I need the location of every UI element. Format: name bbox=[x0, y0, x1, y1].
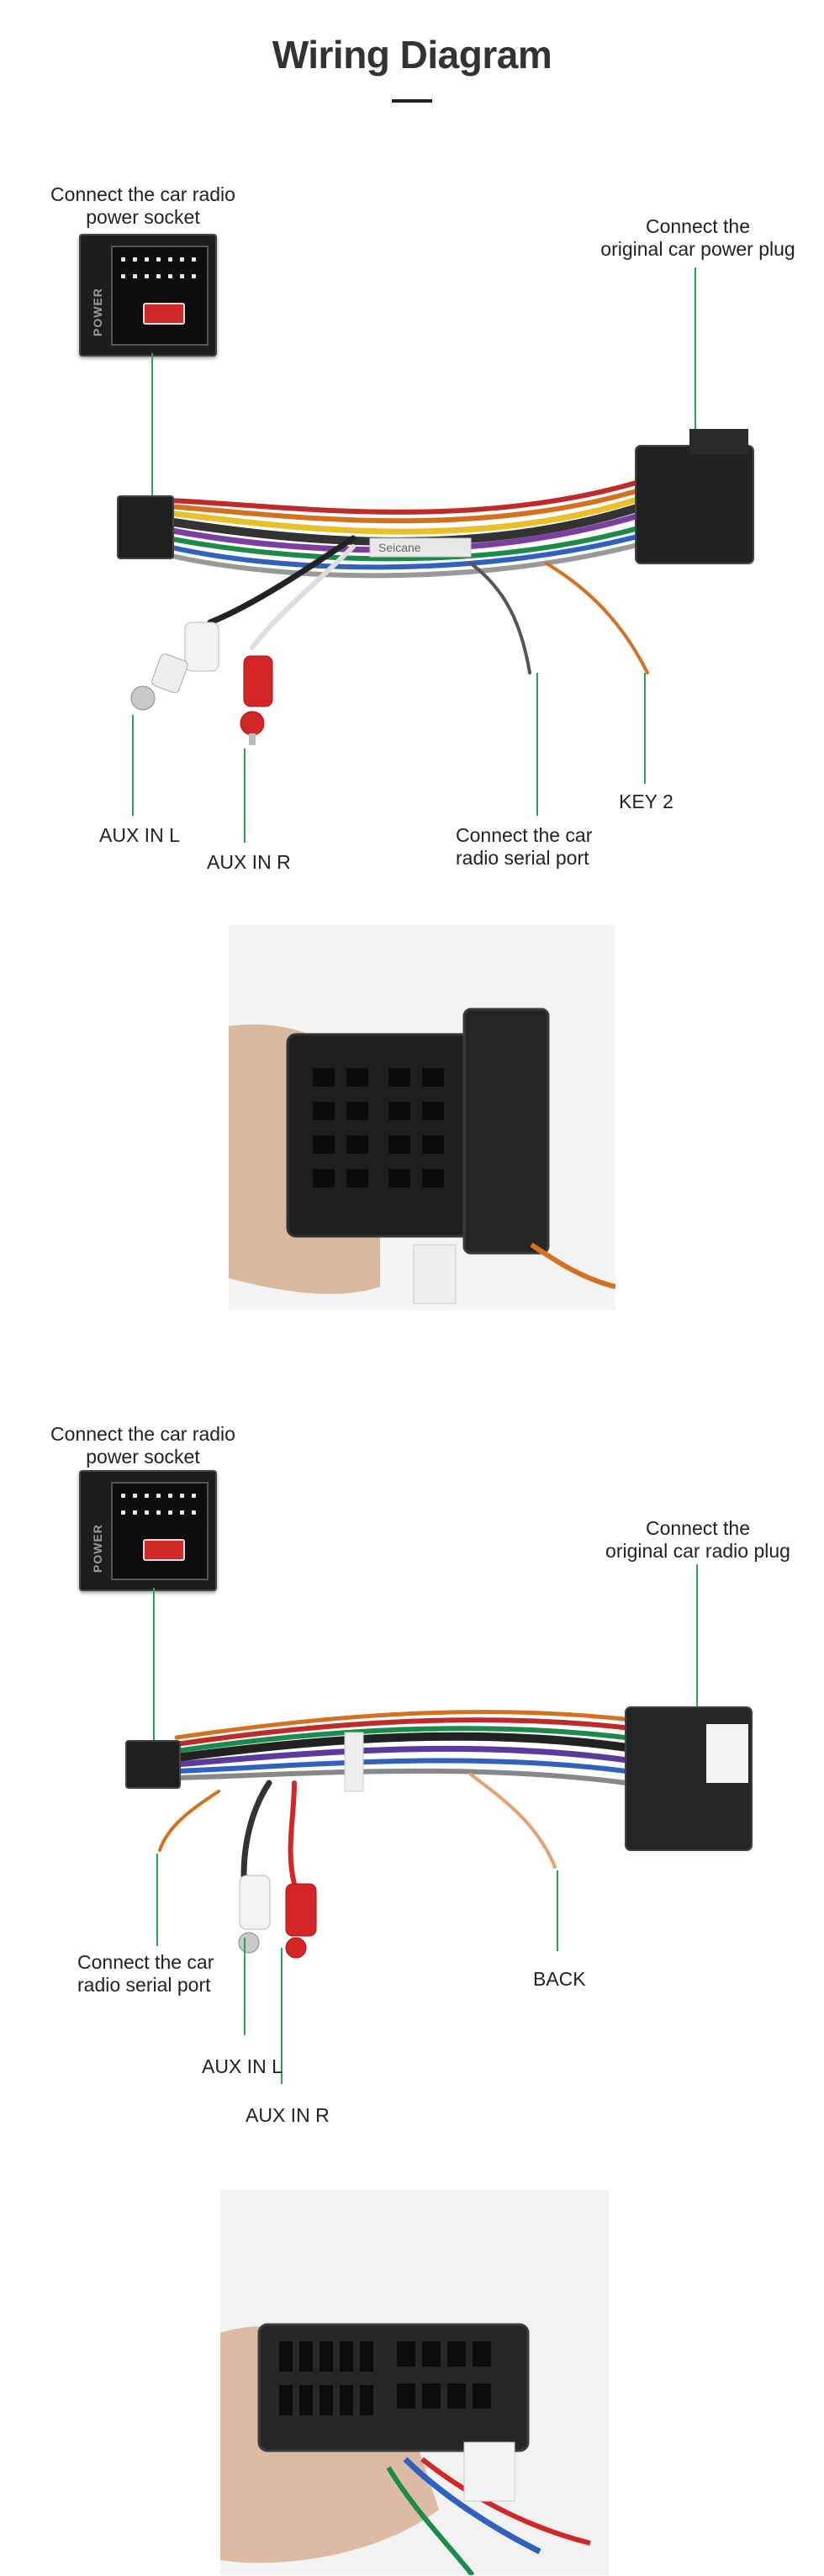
connector-photo-1 bbox=[229, 925, 615, 1310]
label-line: Connect the bbox=[645, 1517, 751, 1539]
leader-line bbox=[132, 715, 134, 816]
label-line: Connect the bbox=[645, 215, 751, 237]
label-line: original car radio plug bbox=[605, 1540, 790, 1562]
serial-port-label: Connect the car radio serial port bbox=[456, 824, 592, 870]
label-line: radio serial port bbox=[456, 847, 589, 869]
socket-cavity bbox=[111, 1482, 209, 1580]
aux-in-r-label-2: AUX IN R bbox=[246, 2104, 330, 2126]
aux-in-l-label: AUX IN L bbox=[99, 824, 180, 846]
label-line: radio serial port bbox=[77, 1974, 211, 1996]
leader-line bbox=[244, 1938, 246, 2035]
harness-illustration-1: Seicane bbox=[117, 429, 754, 745]
power-socket-text: POWER bbox=[91, 288, 104, 336]
label-line: Connect the car bbox=[77, 1951, 214, 1973]
power-socket-label-2: Connect the car radio power socket bbox=[34, 1423, 252, 1468]
power-socket-image-2: POWER bbox=[79, 1470, 217, 1591]
socket-cavity bbox=[111, 246, 209, 346]
label-line: Connect the car radio bbox=[50, 183, 235, 205]
leader-line bbox=[557, 1870, 558, 1951]
fuse-icon bbox=[143, 303, 185, 325]
leader-line bbox=[244, 748, 246, 843]
connector-photo-2 bbox=[220, 2190, 609, 2575]
connector-photo-2-drawing bbox=[220, 2323, 591, 2575]
power-socket-label: Connect the car radio power socket bbox=[34, 183, 252, 229]
label-line: original car power plug bbox=[600, 238, 795, 260]
power-socket-text: POWER bbox=[91, 1524, 104, 1573]
power-plug-label: Connect the original car power plug bbox=[572, 215, 824, 261]
leader-line bbox=[281, 1948, 283, 2084]
power-socket-image: POWER bbox=[79, 234, 217, 357]
back-label: BACK bbox=[533, 1968, 586, 1990]
leader-line bbox=[156, 1854, 158, 1946]
leader-line bbox=[644, 673, 646, 784]
leader-line bbox=[695, 267, 696, 463]
aux-in-l-label-2: AUX IN L bbox=[202, 2055, 283, 2077]
leader-line bbox=[151, 353, 153, 547]
radio-plug-label: Connect the original car radio plug bbox=[572, 1517, 824, 1563]
leader-line bbox=[536, 673, 538, 816]
aux-in-r-label: AUX IN R bbox=[207, 851, 291, 873]
harness-illustration-2 bbox=[125, 1706, 753, 1959]
leader-line bbox=[153, 1588, 155, 1764]
label-line: power socket bbox=[86, 206, 200, 228]
page-title: Wiring Diagram bbox=[272, 33, 552, 77]
connector-photo-1-drawing bbox=[229, 1008, 615, 1304]
fuse-icon bbox=[143, 1539, 185, 1561]
title-underline bbox=[392, 99, 432, 103]
leader-line bbox=[696, 1564, 698, 1726]
brand-tag-text: Seicane bbox=[378, 541, 421, 554]
serial-port-label-2: Connect the car radio serial port bbox=[77, 1951, 214, 1997]
label-line: power socket bbox=[86, 1446, 200, 1468]
label-line: Connect the car bbox=[456, 824, 593, 846]
key2-label: KEY 2 bbox=[619, 791, 673, 812]
label-line: Connect the car radio bbox=[50, 1423, 235, 1445]
